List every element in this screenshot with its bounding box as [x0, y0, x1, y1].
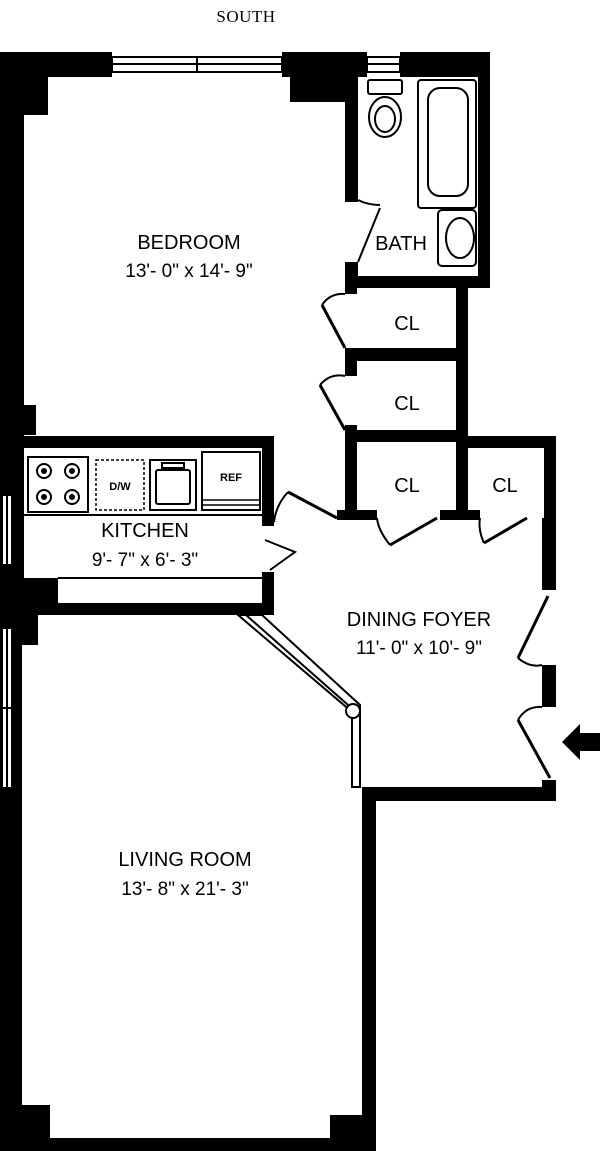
orientation-label: SOUTH — [216, 7, 275, 26]
bedroom-dims: 13'- 0" x 14'- 9" — [125, 261, 252, 282]
dishwasher-label: D/W — [109, 481, 131, 493]
dining-foyer-name: DINING FOYER — [347, 609, 491, 631]
dining-foyer-dims: 11'- 0" x 10'- 9" — [356, 638, 482, 659]
stove-burner-icon — [36, 463, 80, 505]
bath-name: BATH — [375, 233, 427, 255]
closet-label-4: CL — [492, 475, 518, 497]
walls — [0, 52, 556, 1151]
closet-label-2: CL — [394, 393, 420, 415]
closet-label-1: CL — [394, 313, 420, 335]
closet-label-3: CL — [394, 475, 420, 497]
bedroom-name: BEDROOM — [137, 232, 240, 254]
room-labels: BEDROOM 13'- 0" x 14'- 9" BATH CL CL CL … — [92, 232, 518, 900]
kitchen-name: KITCHEN — [101, 520, 189, 542]
entry-arrow-icon — [562, 724, 600, 760]
bath-fixtures — [357, 79, 477, 267]
doors — [235, 292, 552, 788]
living-room-dims: 13'- 8" x 21'- 3" — [121, 879, 248, 900]
kitchen-dims: 9'- 7" x 6'- 3" — [92, 550, 198, 571]
living-room-name: LIVING ROOM — [118, 849, 251, 871]
refrigerator-label: REF — [220, 472, 242, 484]
kitchen-fixtures: D/W REF — [24, 451, 298, 579]
